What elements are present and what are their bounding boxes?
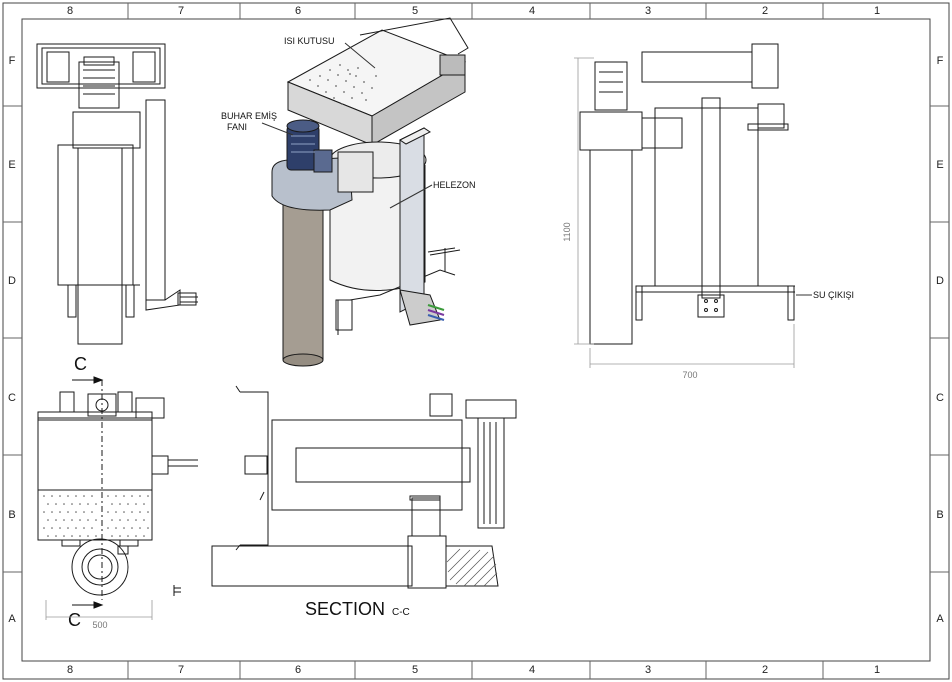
- zone-col: 1: [874, 5, 880, 17]
- label-su-cikisi: SU ÇIKIŞI: [813, 290, 854, 300]
- zone-col: 8: [67, 5, 73, 17]
- zone-ticks: [3, 3, 949, 679]
- dimension-height: [574, 57, 594, 345]
- section-gear-hatch: [446, 548, 498, 587]
- zone-row: B: [936, 509, 943, 521]
- label-helezon: HELEZON: [433, 180, 476, 190]
- label-buhar-emis-1: BUHAR EMİŞ: [221, 111, 277, 121]
- zone-col: 8: [67, 664, 73, 676]
- label-isi-kutusu: ISI KUTUSU: [284, 36, 335, 46]
- zone-row: D: [8, 275, 16, 287]
- exhaust-pipe: [282, 197, 324, 361]
- zone-col: 4: [529, 5, 535, 17]
- zone-row: E: [8, 159, 15, 171]
- zone-col: 7: [178, 5, 184, 17]
- heat-box-side: [371, 61, 466, 146]
- dimension-height-value: 1100: [562, 222, 572, 241]
- zone-col: 3: [645, 5, 651, 17]
- zone-column-labels-top: 8 7 6 5 4 3 2 1: [67, 5, 880, 17]
- side-view: [579, 43, 812, 345]
- isometric-view: [261, 17, 469, 367]
- zone-row: A: [8, 613, 16, 625]
- auger-tube: [399, 127, 425, 313]
- section-arrow-bottom: [72, 601, 104, 609]
- label-buhar-emis-2: FANI: [227, 122, 247, 132]
- plan-view-perforation: [43, 495, 149, 537]
- fan-motor-icon: [286, 119, 333, 173]
- zone-row-labels-left: F E D C B A: [8, 55, 16, 625]
- zone-row: B: [8, 509, 15, 521]
- zone-row: C: [8, 392, 16, 404]
- zone-row: E: [936, 159, 943, 171]
- front-view: [36, 43, 198, 345]
- dimension-plan: [45, 600, 153, 620]
- zone-row-labels-right: F E D C B A: [936, 55, 944, 625]
- zone-row: F: [9, 55, 16, 67]
- zone-col: 5: [412, 664, 418, 676]
- section-arrow-top: [72, 376, 104, 384]
- zone-row: F: [937, 55, 944, 67]
- zone-col: 6: [295, 5, 301, 17]
- section-view: [211, 385, 517, 589]
- drawing-frame: [21, 18, 931, 662]
- weld-symbol-icon: [173, 585, 181, 596]
- zone-col: 7: [178, 664, 184, 676]
- zone-column-labels-bottom: 8 7 6 5 4 3 2 1: [67, 664, 880, 676]
- zone-col: 2: [762, 664, 768, 676]
- dimension-width-value: 700: [682, 370, 697, 380]
- zone-row: D: [936, 275, 944, 287]
- zone-col: 3: [645, 664, 651, 676]
- section-marker-top: C: [74, 354, 87, 374]
- zone-col: 6: [295, 664, 301, 676]
- zone-col: 4: [529, 664, 535, 676]
- zone-row: C: [936, 392, 944, 404]
- section-title-suffix: C-C: [392, 607, 410, 618]
- dimension-plan-value: 500: [92, 620, 107, 630]
- section-marker-bottom: C: [68, 610, 81, 630]
- section-title: SECTION: [305, 599, 385, 619]
- zone-col: 1: [874, 664, 880, 676]
- zone-row: A: [936, 613, 944, 625]
- zone-col: 2: [762, 5, 768, 17]
- plan-view: [37, 380, 198, 600]
- zone-col: 5: [412, 5, 418, 17]
- heat-box-perforation: [309, 64, 377, 105]
- dimension-width: [589, 324, 795, 368]
